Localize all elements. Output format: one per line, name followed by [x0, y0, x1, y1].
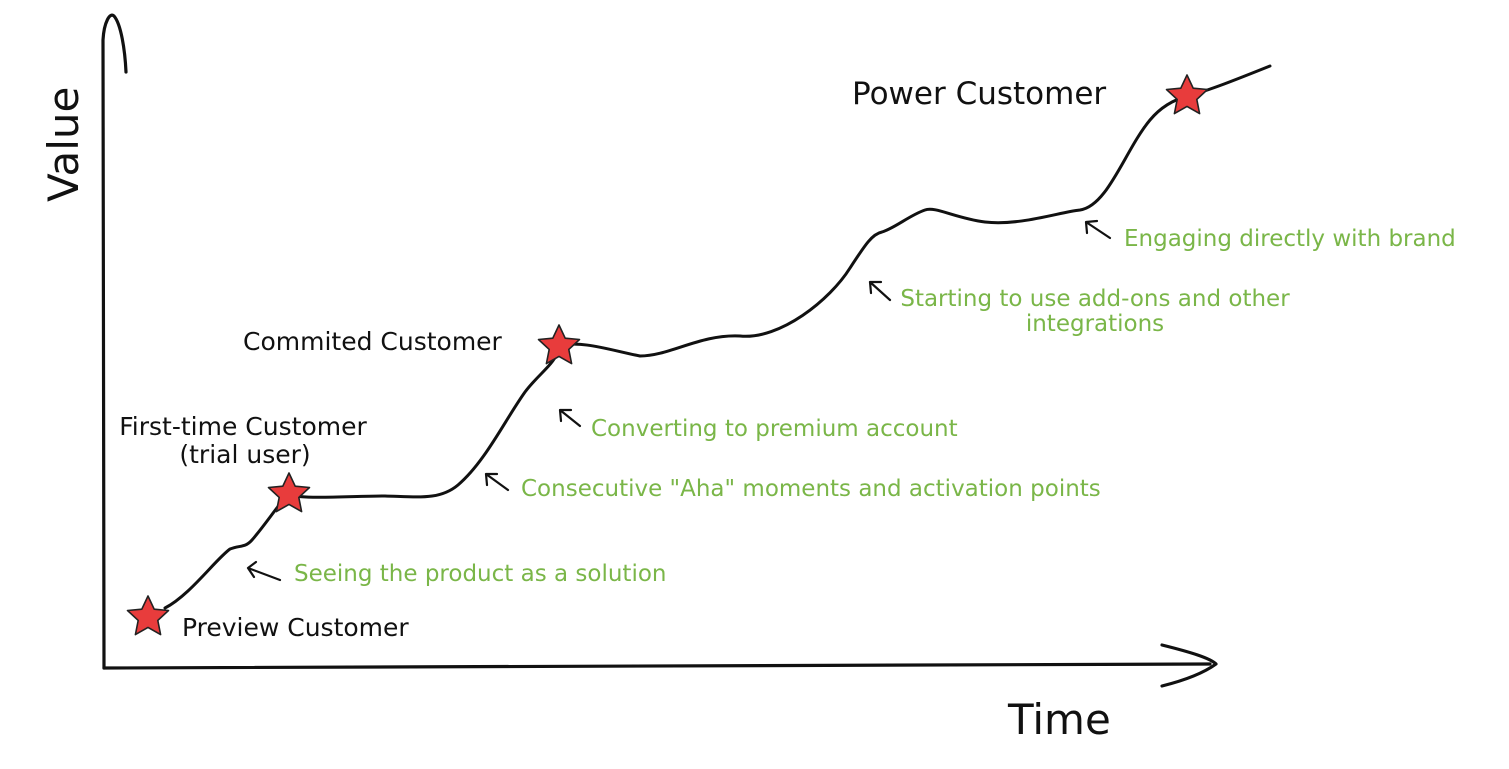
milestone-sublabel-first-time: (trial user): [179, 440, 310, 469]
annotation-add-ons-line2: integrations: [1026, 311, 1164, 337]
annotation-engaging-brand: Engaging directly with brand: [1124, 226, 1456, 252]
star-icon: [267, 472, 311, 513]
star-icon: [537, 324, 581, 365]
x-axis-label: Time: [1007, 695, 1111, 744]
star-icon: [1165, 74, 1209, 115]
arrow-pointer-icon: [1084, 219, 1112, 240]
star-icon: [126, 595, 170, 636]
arrow-pointer-icon: [868, 280, 892, 302]
milestone-label-committed: Commited Customer: [243, 327, 503, 356]
arrow-pointer-icon: [558, 408, 582, 428]
y-axis: [100, 13, 128, 670]
milestone-label-preview: Preview Customer: [182, 613, 409, 642]
annotation-aha-moments: Consecutive "Aha" moments and activation…: [521, 476, 1101, 502]
annotation-premium: Converting to premium account: [591, 416, 958, 442]
arrow-pointer-icon: [246, 560, 282, 582]
milestone-label-first-time: First-time Customer: [119, 412, 367, 441]
annotation-seeing-solution: Seeing the product as a solution: [294, 561, 666, 587]
x-axis: [102, 643, 1218, 688]
y-axis-label: Value: [39, 87, 88, 202]
arrow-pointer-icon: [484, 472, 510, 492]
annotation-add-ons-line1: Starting to use add-ons and other: [900, 286, 1290, 312]
milestone-label-power: Power Customer: [852, 76, 1106, 112]
